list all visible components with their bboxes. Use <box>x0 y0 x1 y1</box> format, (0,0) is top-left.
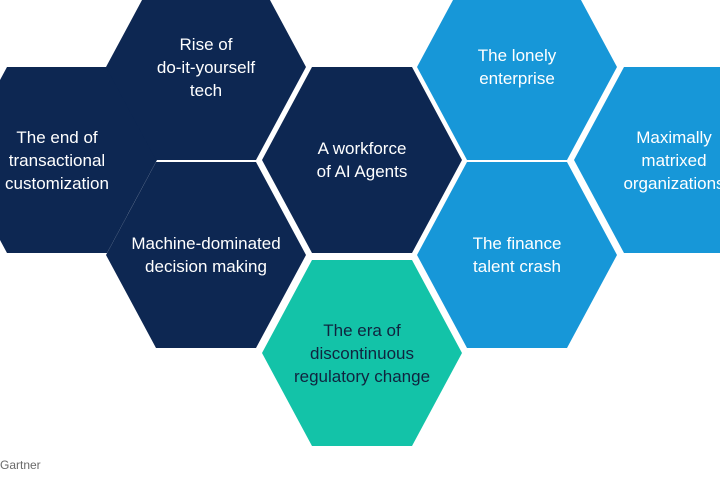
hex-label: The era of discontinuous regulatory chan… <box>293 320 431 386</box>
hex-regulatory-change: The era of discontinuous regulatory chan… <box>262 260 462 446</box>
hex-ai-agents: A workforce of AI Agents <box>262 67 462 253</box>
hex-label: The finance talent crash <box>472 234 562 276</box>
hex-finance-talent-crash: The finance talent crash <box>417 162 617 348</box>
source-credit: Gartner <box>0 458 41 472</box>
hex-label: A workforce of AI Agents <box>316 139 408 181</box>
hex-label: The lonely enterprise <box>477 46 557 88</box>
hex-label: Maximally matrixed organizations <box>623 127 720 193</box>
hex-label: Rise of do-it-yourself tech <box>156 34 256 100</box>
hex-label: Machine-dominated decision making <box>131 234 281 276</box>
hex-label: The end of transactional customization <box>5 127 109 193</box>
